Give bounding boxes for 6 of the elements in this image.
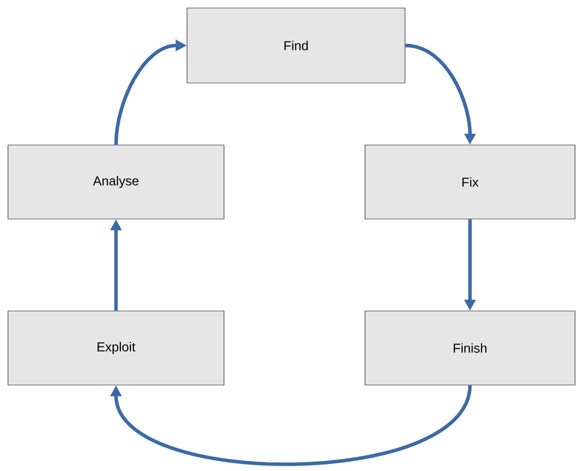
process-box: Find	[186, 8, 406, 84]
process-box: Analyse	[8, 144, 224, 220]
process-box: Finish	[364, 310, 576, 386]
arrow	[110, 384, 472, 466]
process-box: Fix	[364, 144, 576, 220]
process-box: Exploit	[8, 310, 224, 386]
